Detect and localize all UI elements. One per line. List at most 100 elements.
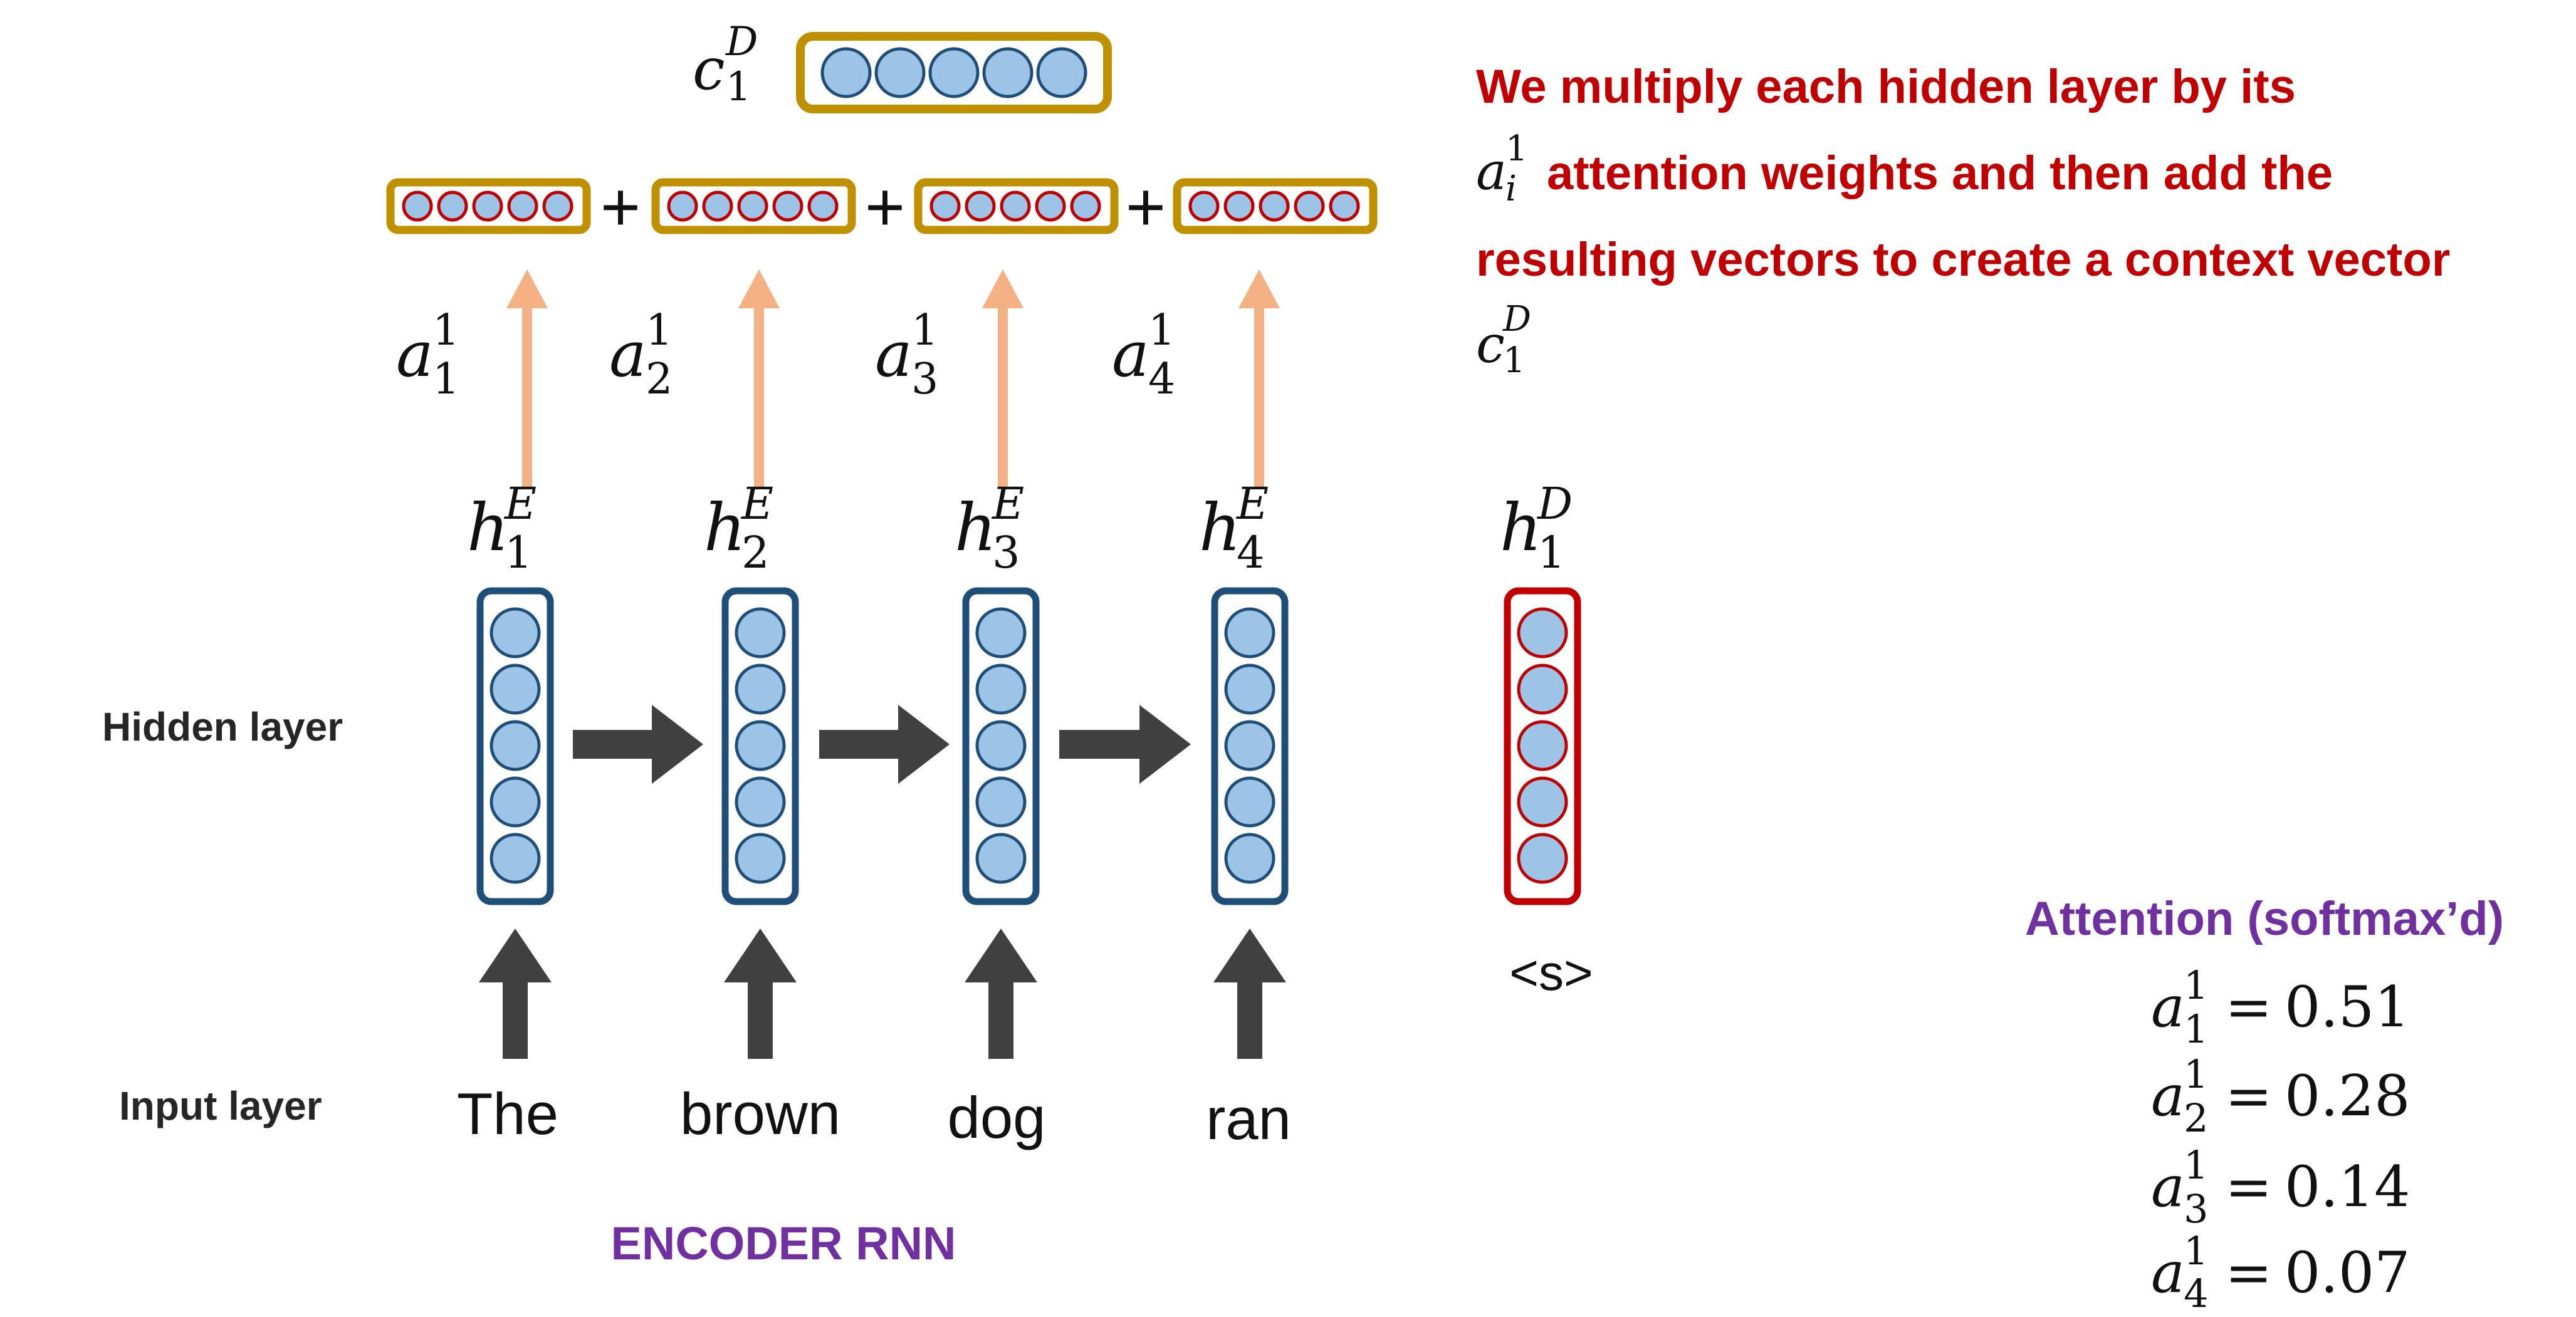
decoder-node (1517, 720, 1568, 771)
svg-text:1: 1 (2184, 1142, 2208, 1188)
hidden-node (975, 607, 1027, 658)
decoder-state-label: h 1 D (1500, 478, 1573, 578)
svg-text:3: 3 (992, 527, 1020, 578)
weighted-node (772, 190, 804, 222)
svg-text:=: = (2225, 1154, 2272, 1220)
svg-text:1: 1 (1148, 306, 1175, 355)
svg-text:E: E (991, 478, 1024, 529)
plus-sign: + (865, 169, 905, 246)
hidden-node (1224, 776, 1275, 828)
svg-text:a: a (875, 318, 913, 391)
hidden-node (490, 776, 541, 828)
weighted-node (702, 190, 733, 222)
input-word-the: The (457, 1081, 558, 1147)
svg-text:=: = (2225, 974, 2272, 1040)
hidden-node (735, 776, 786, 828)
attention-label-4: a 4 1 (1112, 306, 1175, 404)
weighted-node (542, 190, 573, 222)
svg-text:h: h (1199, 489, 1241, 566)
svg-text:1: 1 (2184, 962, 2208, 1008)
attention-panel-title: Attention (softmax’d) (2025, 892, 2504, 945)
hidden-node (1224, 720, 1275, 771)
input-word-dog: dog (948, 1085, 1046, 1150)
svg-text:a: a (396, 318, 434, 391)
attention-arrow-1 (506, 269, 548, 487)
input-arrow-2 (724, 929, 797, 1059)
svg-text:1: 1 (911, 306, 938, 355)
svg-text:a: a (2151, 1240, 2185, 1306)
svg-text:1: 1 (2184, 1006, 2208, 1052)
svg-text:a: a (2151, 1154, 2185, 1220)
svg-text:a: a (609, 318, 647, 391)
recurrent-arrow-1 (573, 705, 703, 784)
weighted-node (1188, 190, 1220, 222)
decoder-hidden-state (1504, 587, 1581, 905)
encoder-hidden-state-4 (1211, 587, 1289, 905)
weighted-node (1070, 190, 1101, 222)
encoder-hidden-state-3 (962, 587, 1040, 905)
svg-text:h: h (467, 489, 509, 566)
explanation-line-3: resulting vectors to create a context ve… (1476, 233, 2450, 286)
svg-text:h: h (955, 489, 997, 566)
hidden-node (490, 833, 541, 884)
attention-weight-row-4: a 4 1 = 0.07 (2151, 1228, 2410, 1316)
svg-text:1: 1 (432, 306, 459, 355)
hidden-node (975, 776, 1027, 828)
encoder-rnn-label: ENCODER RNN (611, 1217, 956, 1269)
explanation-line-1: We multiply each hidden layer by its (1476, 60, 2296, 113)
context-vector-base: c (693, 36, 725, 103)
input-arrow-3 (965, 929, 1037, 1059)
explanation-context-base: c (1476, 315, 1505, 375)
attention-label-3: a 3 1 (875, 306, 938, 404)
svg-text:4: 4 (1148, 355, 1175, 404)
svg-text:a: a (2151, 974, 2185, 1040)
attention-label-1: a 1 1 (396, 306, 459, 404)
weighted-node (965, 190, 996, 222)
svg-text:1: 1 (1537, 527, 1566, 578)
attention-label-2: a 2 1 (609, 306, 673, 404)
context-vector-sub: 1 (726, 64, 751, 110)
encoder-hidden-state-2 (721, 587, 799, 905)
weighted-node (737, 190, 768, 222)
explanation-context-sup: D (1502, 299, 1531, 340)
weighted-node (807, 190, 839, 222)
hidden-node (1224, 607, 1275, 658)
start-token-label: <s> (1509, 945, 1593, 1001)
weighted-vector-2 (651, 178, 856, 234)
context-node (820, 47, 872, 98)
encoder-state-label-4: h 4 E (1199, 478, 1269, 578)
attention-weight-value: 0.28 (2285, 1063, 2410, 1129)
input-arrow-4 (1213, 929, 1286, 1059)
weighted-node (1259, 190, 1290, 222)
context-node (1036, 47, 1087, 98)
weighted-vector-4 (1173, 178, 1378, 234)
attention-weight-value: 0.51 (2285, 974, 2410, 1040)
input-word-brown: brown (680, 1081, 840, 1147)
weighted-node (1000, 190, 1031, 222)
explanation-text: We multiply each hidden layer by its a i… (1476, 60, 2450, 381)
attention-arrow-3 (982, 269, 1024, 487)
explanation-math-sub: i (1505, 169, 1517, 209)
hidden-node (490, 664, 541, 715)
svg-text:a: a (2151, 1063, 2185, 1129)
explanation-math-base: a (1476, 142, 1507, 202)
svg-text:a: a (1112, 318, 1149, 391)
weighted-node (402, 190, 433, 222)
context-vector (796, 32, 1112, 113)
encoder-state-label-2: h 2 E (704, 478, 773, 578)
attention-arrow-2 (738, 269, 780, 487)
plus-sign: + (600, 169, 641, 246)
weighted-node (472, 190, 503, 222)
decoder-node (1517, 776, 1568, 828)
svg-text:1: 1 (2184, 1051, 2208, 1097)
weighted-node (929, 190, 961, 222)
svg-text:3: 3 (2184, 1186, 2208, 1232)
decoder-node (1517, 607, 1568, 658)
svg-text:2: 2 (2184, 1095, 2208, 1141)
decoder-node (1517, 833, 1568, 884)
svg-text:E: E (1235, 478, 1269, 529)
weighted-node (437, 190, 468, 222)
hidden-node (490, 720, 541, 771)
hidden-node (975, 664, 1027, 715)
